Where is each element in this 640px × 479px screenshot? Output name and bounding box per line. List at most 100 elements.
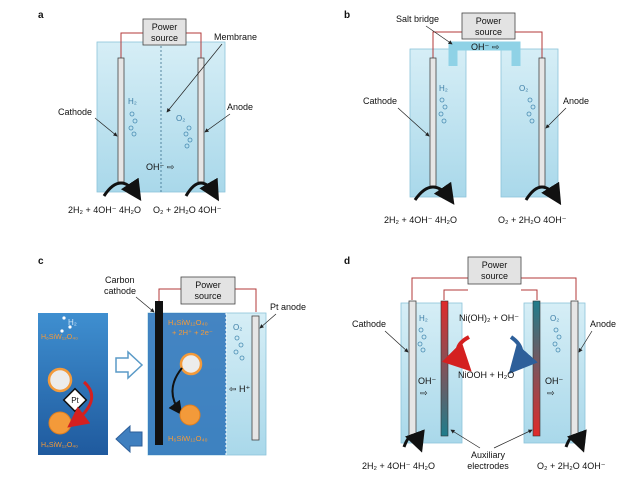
panel-d-h2-label: H₂ [419, 314, 428, 323]
panel-c-cell-top-particle [179, 352, 203, 376]
panel-d-o2-label: O₂ [550, 314, 559, 323]
panel-d-cathode-leader [384, 330, 409, 353]
panel-b-anode-label: Anode [563, 96, 589, 106]
panel-c-wire-left [158, 288, 181, 301]
panel-c-pt-label: Pt [71, 396, 79, 405]
panel-c-h2-label: H₂ [68, 318, 77, 327]
panel-d-anode-reaction: O₂ + 2H₂O 4OH⁻ [537, 461, 606, 471]
panel-a-anode-leader [204, 113, 231, 133]
panel-d-wire-left-inner [443, 289, 468, 300]
panel-d-wire-right-inner [521, 289, 538, 300]
panel-b-cathode-leader [397, 107, 430, 137]
panel-b-salt-bridge [448, 41, 521, 66]
panel-c-reaction-line-1: H₄SiW₁₂O₄₀ [168, 318, 208, 327]
panel-c-o2-bubbles [233, 335, 245, 361]
panel-c-bottom-species: H₄SiW₁₂O₄₀ [41, 442, 78, 449]
panel-d-ion-right-arrow: ⇨ [547, 388, 555, 398]
panel-b-power-source-box [461, 12, 516, 40]
panel-c-power-label-1: Power [195, 280, 221, 290]
panel-d-cathode-label: Cathode [352, 319, 386, 329]
panel-b-power-label-1: Power [476, 16, 502, 26]
panel-d-aux-leader-left [450, 429, 481, 449]
panel-a-h2-label: H₂ [128, 97, 137, 106]
panel-a-wire-left [120, 32, 143, 58]
panel-c-bottom-particle [48, 411, 72, 435]
panel-d-aux-label-1: Auxiliary [471, 450, 506, 460]
panel-d-cathode-electrode [408, 300, 417, 437]
panel-d-wire-right-outer [521, 277, 577, 300]
panel-b-anode-electrode [538, 57, 546, 187]
panel-c-carbon-label-1: Carbon [105, 275, 135, 285]
panel-d-letter: d [344, 256, 350, 267]
panel-b-cathode-label: Cathode [363, 96, 397, 106]
panel-c-product-label: H₆SiW₁₂O₄₀ [168, 434, 208, 443]
panel-d-power-label-2: source [481, 271, 508, 281]
panel-c-power-source-box [180, 276, 236, 305]
panel-a-o2-label: O₂ [176, 114, 185, 123]
panel-b-bubbles [438, 97, 536, 124]
panel-a-ion-label: OH⁻ ⇨ [146, 162, 175, 172]
panel-a: a Power source Membrane Cathode Anode H₂… [38, 10, 257, 215]
panel-d-aux-label-2: electrodes [467, 461, 509, 471]
panel-a-cathode-reaction: 2H₂ + 4OH⁻ 4H₂O [68, 205, 141, 215]
panel-a-cathode-curved-arrow [102, 177, 142, 202]
panel-b-anode-cell [500, 48, 559, 198]
panel-d-anode-label: Anode [590, 319, 616, 329]
panel-b-anode-leader [545, 107, 567, 129]
panel-c-wire-right [235, 288, 257, 312]
panel-b-anode-curved-arrow [524, 181, 562, 206]
panel-a-anode-electrode [197, 57, 205, 183]
panel-b-ion-label: OH⁻ ⇨ [471, 42, 500, 52]
panel-b-cathode-electrode [429, 57, 437, 187]
panel-c-cell-curved-arrow [168, 367, 183, 416]
panel-a-membrane-leader [166, 43, 223, 113]
panel-a-bubbles [128, 111, 193, 149]
panel-d-cathode-reaction: 2H₂ + 4OH⁻ 4H₂O [362, 461, 435, 471]
panel-c-pt-anode-label: Pt anode [270, 302, 306, 312]
panel-d-auxiliary-electrode-left [440, 300, 449, 437]
panel-b-anode-reaction: O₂ + 2H₂O 4OH⁻ [498, 215, 567, 225]
panel-c-carbon-cathode [155, 301, 163, 445]
panel-c-bubbles [60, 316, 72, 333]
panel-a-membrane-label: Membrane [214, 32, 257, 42]
panel-c-hplus-label: ⇦ H⁺ [229, 384, 251, 394]
panel-c-right-arrow [115, 350, 144, 380]
panel-b-letter: b [344, 10, 350, 21]
panel-d-ion-right: OH⁻ [545, 376, 564, 386]
panel-a-anode-label: Anode [227, 102, 253, 112]
panel-a-anode-curved-arrow [184, 177, 220, 202]
panel-b-cathode-cell [409, 48, 467, 198]
panel-a-letter: a [38, 10, 44, 21]
panel-d-anode-leader [578, 330, 593, 353]
panel-c-pt-catalyst [62, 387, 88, 413]
panel-d-bottom-reaction: NiOOH + H₂O [458, 370, 514, 380]
panel-d-power-source-box [467, 256, 522, 285]
panel-b-salt-bridge-label: Salt bridge [396, 14, 439, 24]
panel-c-top-particle [47, 367, 73, 393]
panel-d-power-label-1: Power [482, 260, 508, 270]
panel-d-ion-left: OH⁻ [418, 376, 437, 386]
panel-a-power-label-1: Power [152, 22, 178, 32]
panel-b-cathode-reaction: 2H₂ + 4OH⁻ 4H₂O [384, 215, 457, 225]
panel-c-o2-label: O₂ [233, 323, 242, 332]
panel-d-cathode-curved-arrow [402, 429, 425, 453]
panel-c-pt-anode-leader [259, 313, 277, 329]
panel-a-power-label-2: source [151, 33, 178, 43]
panel-d-anode-electrode [570, 300, 579, 437]
panel-b-power-label-2: source [475, 27, 502, 37]
panel-a-cathode-label: Cathode [58, 107, 92, 117]
panel-b-salt-bridge-leader [425, 25, 453, 45]
panel-c-left-arrow [115, 424, 143, 454]
panel-b: b Power source OH⁻ ⇨ Salt bridge Cathode… [344, 10, 589, 225]
panel-a-power-source-box [142, 18, 187, 46]
panel-a-wire-right [186, 32, 202, 58]
panel-d-ion-left-arrow: ⇨ [420, 388, 428, 398]
panel-a-anode-reaction: O₂ + 2H₂O 4OH⁻ [153, 205, 222, 215]
panel-d: d Power source Cathode Anode H₂ O₂ Ni(OH… [344, 256, 616, 471]
panel-d-aux-leader-right [493, 429, 533, 449]
panel-d-anode-curved-arrow [564, 429, 587, 453]
panel-c-power-label-2: source [194, 291, 221, 301]
panel-c-red-curved-arrow [67, 380, 94, 428]
panel-b-o2-label: O₂ [519, 84, 528, 93]
